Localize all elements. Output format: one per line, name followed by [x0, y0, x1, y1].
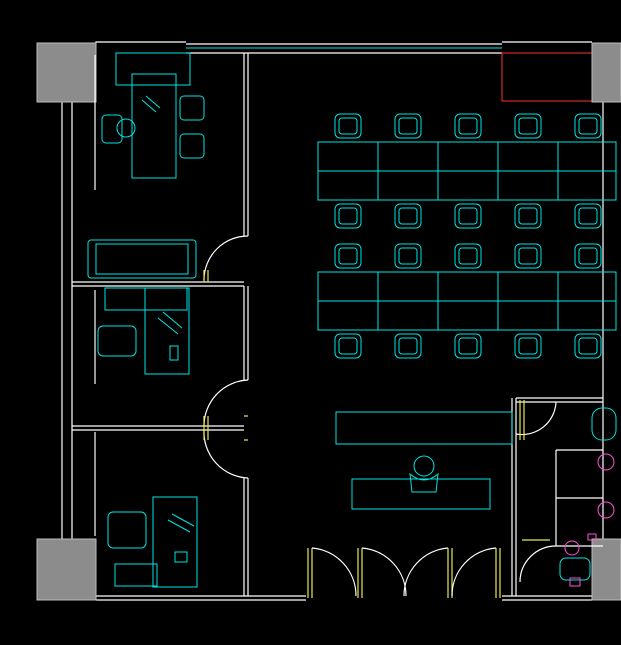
workspace-chair [334, 333, 362, 359]
restroom [559, 407, 617, 587]
guest-chair [179, 95, 205, 121]
workspace-chair-seat [398, 117, 418, 135]
workspace-chair-seat [578, 117, 598, 135]
office-chair [107, 511, 147, 549]
workspace-chair-seat [578, 247, 598, 265]
workspace-chair-seat [518, 117, 538, 135]
workspace-chair-seat [458, 247, 478, 265]
workspace-chair [454, 333, 482, 359]
workspace-chair-seat [398, 247, 418, 265]
door-swing [203, 379, 249, 427]
door-swing [515, 401, 557, 436]
sink [591, 407, 617, 441]
desk [152, 496, 198, 588]
column-top-right [591, 42, 621, 103]
workspace-chair-seat [518, 207, 538, 225]
column-bottom-right [591, 538, 621, 601]
reception-desk [351, 478, 491, 510]
workspace-chair-seat [458, 117, 478, 135]
desk [144, 287, 190, 375]
workspace-chair [454, 203, 482, 229]
office-top-left [101, 52, 205, 179]
workspace-chair [514, 203, 542, 229]
workspace-chair [334, 203, 362, 229]
office-chair-seat [116, 118, 136, 138]
workspace-chair-seat [578, 207, 598, 225]
entrance-door-swing [311, 547, 357, 597]
doors [203, 235, 557, 598]
office-chair [97, 325, 137, 357]
cabinet [114, 563, 158, 587]
workspace-chair-seat [518, 337, 538, 355]
door-swing [203, 429, 249, 479]
office-bottom-left [107, 496, 198, 588]
person [413, 455, 435, 477]
workspace-chair [454, 243, 482, 269]
entrance-door-swing [451, 547, 497, 597]
workspace-chair-seat [338, 117, 358, 135]
monitor [157, 317, 179, 335]
workspace-chair-seat [458, 337, 478, 355]
partition-walls [72, 53, 603, 596]
workspace-chair [574, 243, 602, 269]
office-middle-left [87, 239, 197, 375]
reception-counter [335, 411, 513, 445]
monitor [141, 99, 157, 113]
workspace-chair [394, 243, 422, 269]
workspace-chairs [334, 113, 602, 359]
workspace-chair-seat [338, 247, 358, 265]
desk [131, 73, 177, 179]
workspace-chair [454, 113, 482, 139]
toilet [559, 557, 591, 581]
workspace-chair [574, 113, 602, 139]
workspace-chair [514, 113, 542, 139]
workspace-chair-seat [458, 207, 478, 225]
office-chair [101, 114, 123, 144]
workspace-chair-seat [398, 337, 418, 355]
workspace-chair [394, 333, 422, 359]
entrance-door-swing [403, 547, 449, 597]
workspace-chair [514, 243, 542, 269]
workspace-chair-seat [338, 337, 358, 355]
workspace-chair-seat [518, 247, 538, 265]
workspace-chair [334, 113, 362, 139]
workspace-chair [394, 113, 422, 139]
corner-room-outline [501, 52, 593, 102]
workspace-chair [514, 333, 542, 359]
workspace-chair-seat [398, 207, 418, 225]
workspace-chair [574, 203, 602, 229]
workspace-chair [394, 203, 422, 229]
guest-chair [179, 133, 205, 159]
sofa [87, 239, 197, 279]
door-swing [203, 235, 249, 281]
toilet [597, 453, 615, 471]
toilet [597, 501, 615, 519]
workspace-chair [334, 243, 362, 269]
workspace-chair [574, 333, 602, 359]
outer-walls [61, 41, 604, 601]
monitor [167, 519, 191, 533]
workspace-chair-seat [578, 337, 598, 355]
workspace-chair-seat [338, 207, 358, 225]
reception [335, 411, 513, 510]
entrance-door-swing [361, 547, 407, 597]
structural-columns [36, 42, 621, 601]
cabinet [115, 52, 191, 86]
cabinet [104, 287, 188, 311]
column-top-left [36, 42, 97, 103]
open-workspace [317, 113, 617, 359]
column-bottom-left [36, 538, 97, 601]
